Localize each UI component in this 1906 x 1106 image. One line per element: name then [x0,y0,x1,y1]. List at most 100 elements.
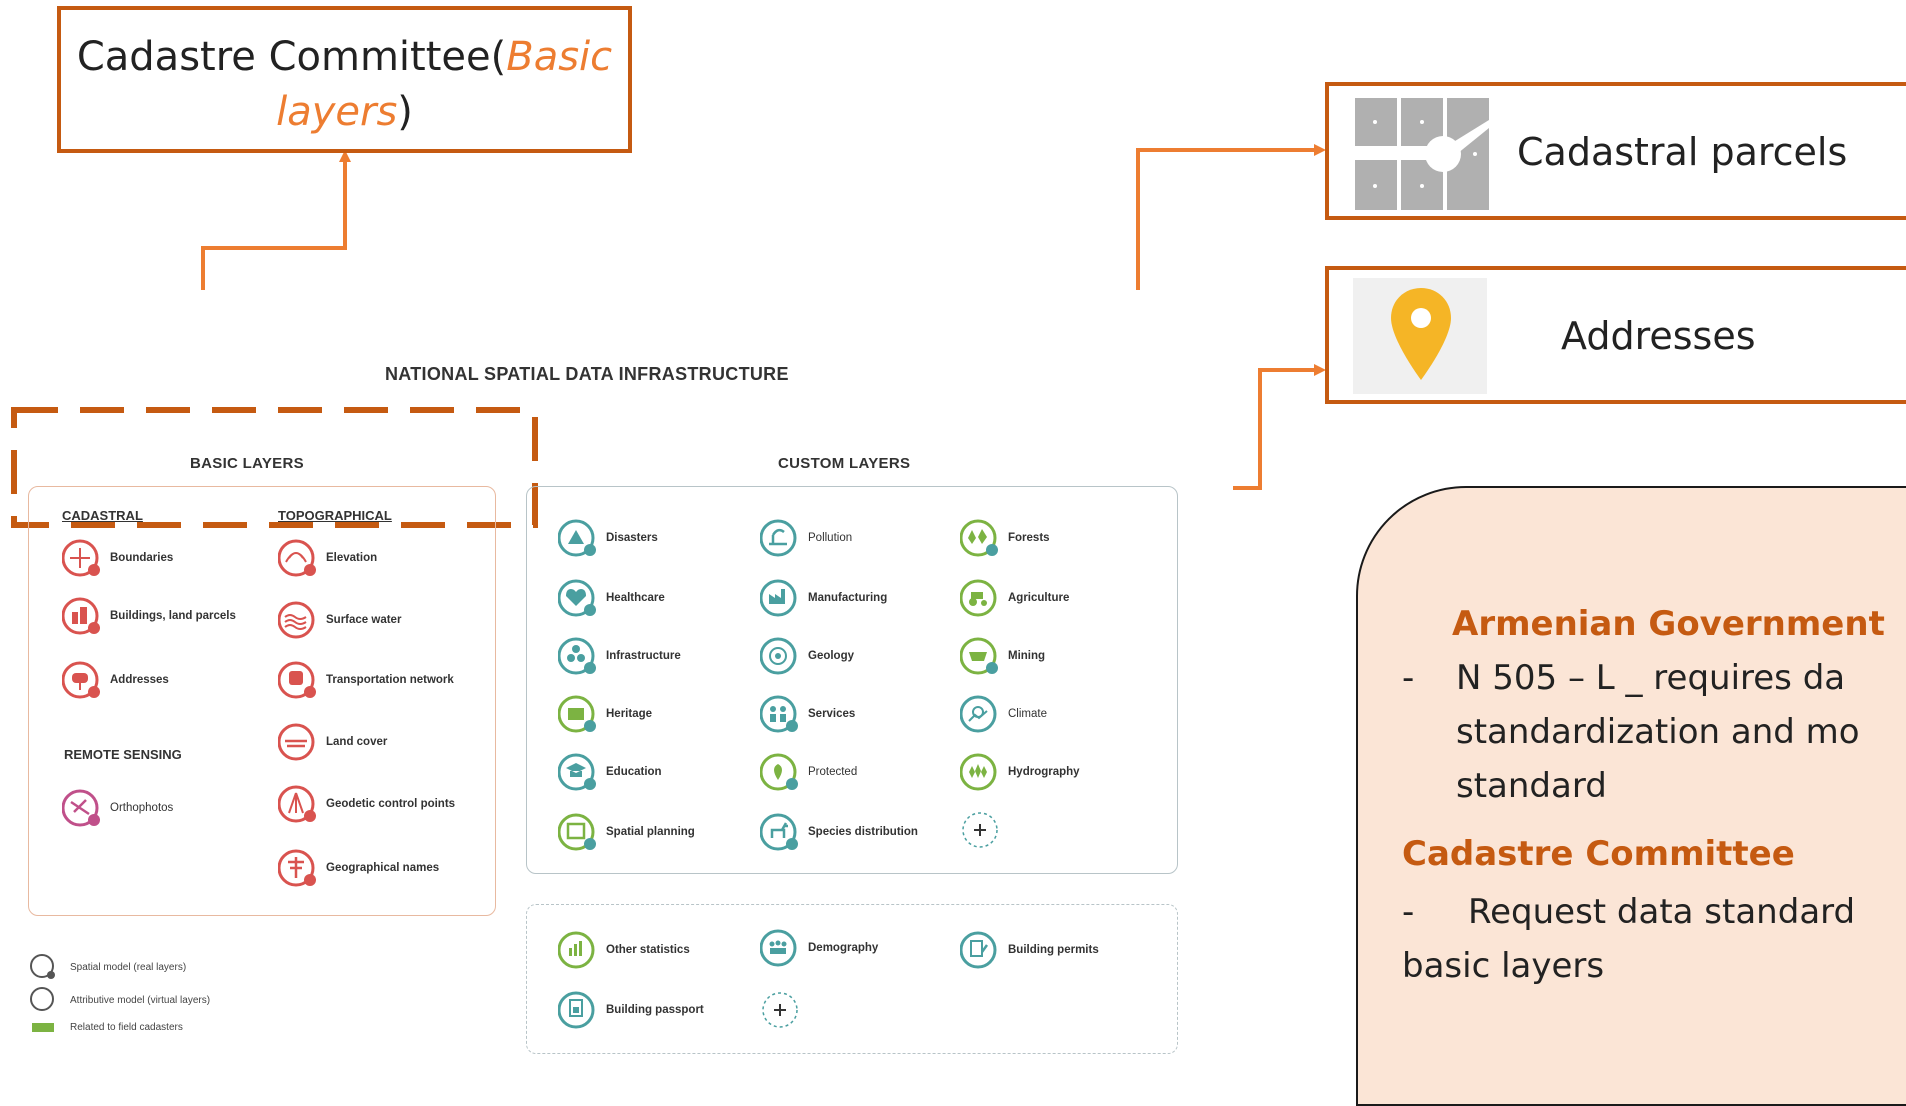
water-icon [278,600,318,640]
layer-label: Elevation [326,552,378,564]
layer-label: Disasters [606,532,658,544]
info-committee-line1: Request data standard [1468,892,1856,932]
legend-green-swatch [32,1023,54,1032]
layer-label: Geographical names [326,862,440,874]
committee-label: Cadastre Committee(Basic layers) [61,30,628,140]
add-custom-layer[interactable] [960,810,1000,850]
legend-field-cadasters: Related to field cadasters [28,1022,183,1033]
layer-building-permits: Building permits [960,930,1099,970]
connector-lines [11,144,1326,528]
layer-species: Species distribution [760,812,918,852]
custom-layers-panel [526,486,1178,874]
layer-label: Mining [1008,650,1046,662]
layer-label: Forests [1008,532,1050,544]
satellite-icon [62,788,102,828]
info-box [1356,486,1906,1106]
plus-icon[interactable] [760,990,800,1030]
layer-label: Protected [808,766,858,778]
mining-cart-icon [960,636,1000,676]
education-icon [558,752,598,792]
pollution-icon [760,518,800,558]
plus-icon[interactable] [960,810,1000,850]
demography-icon [760,928,800,968]
info-dash-1: - [1402,658,1415,698]
committee-label-main: Cadastre Committee( [76,34,507,80]
remote-sensing-title: REMOTE SENSING [64,747,182,762]
layer-services: Services [760,694,855,734]
arrowhead-up [339,150,351,162]
infrastructure-icon [558,636,598,676]
layer-surface-water: Surface water [278,600,401,640]
legend-label: Spatial model (real layers) [70,961,187,973]
layer-label: Agriculture [1008,592,1070,604]
layer-addresses: Addresses [62,660,169,700]
passport-icon [558,990,598,1030]
parcels-label: Cadastral parcels [1517,130,1848,174]
connector-to-parcels [1136,148,1318,290]
forest-icon [960,518,1000,558]
layer-label: Healthcare [606,592,665,604]
tractor-icon [960,578,1000,618]
layer-label: Surface water [326,614,402,626]
parcel-grid-icon [1355,98,1489,210]
layer-elevation: Elevation [278,538,377,578]
layer-label: Transportation network [326,674,454,686]
layer-label: Land cover [326,736,388,748]
geology-icon [760,636,800,676]
layer-label: Species distribution [808,826,918,838]
info-gov-line3: standard [1456,766,1607,806]
factory-icon [760,578,800,618]
services-icon [760,694,800,734]
layer-geodetic: Geodetic control points [278,784,455,824]
layer-land-cover: Land cover [278,722,387,762]
layer-heritage: Heritage [558,694,652,734]
layer-transportation: Transportation network [278,660,454,700]
layer-boundaries: Boundaries [62,538,173,578]
map-pin-icon [1391,288,1451,380]
connector-to-committee [201,158,347,290]
layer-pollution: Pollution [760,518,852,558]
layer-hydrography: Hydrography [960,752,1080,792]
heritage-icon [558,694,598,734]
info-committee-title: Cadastre Committee [1402,834,1795,874]
geodetic-tripod-icon [278,784,318,824]
permit-icon [960,930,1000,970]
layer-manufacturing: Manufacturing [760,578,887,618]
topographical-title: TOPOGRAPHICAL [278,508,392,523]
statistics-icon [558,930,598,970]
layer-label: Infrastructure [606,650,681,662]
info-gov-line2: standardization and mo [1456,712,1860,752]
layer-label: Building passport [606,1004,704,1016]
layer-infrastructure: Infrastructure [558,636,681,676]
layer-education: Education [558,752,662,792]
disasters-icon [558,518,598,558]
parcels-callout: Cadastral parcels [1325,82,1906,220]
committee-label-basic: Basic [506,34,613,80]
layer-label: Climate [1008,708,1047,720]
connector-to-addresses [1233,368,1318,490]
custom-layers-title: CUSTOM LAYERS [778,455,911,472]
layer-label: Hydrography [1008,766,1080,778]
boundaries-icon [62,538,102,578]
info-dash-2: - [1402,892,1415,932]
layer-mining: Mining [960,636,1045,676]
info-gov-line1: N 505 – L _ requires da [1456,658,1846,698]
legend-label: Attributive model (virtual layers) [70,994,211,1006]
layer-label: Boundaries [110,552,174,564]
basic-layers-title: BASIC LAYERS [190,455,304,472]
layer-label: Manufacturing [808,592,888,604]
add-virtual-layer[interactable] [760,990,800,1030]
protected-icon [760,752,800,792]
virtual-layers-panel [526,904,1178,1054]
nsdi-title: NATIONAL SPATIAL DATA INFRASTRUCTURE [385,364,789,384]
layer-geographical-names: Geographical names [278,848,439,888]
layer-label: Orthophotos [110,802,174,814]
layer-demography: Demography [760,928,878,968]
layer-protected: Protected [760,752,857,792]
layer-label: Pollution [808,532,853,544]
addresses-callout-label: Addresses [1561,314,1756,358]
deer-icon [760,812,800,852]
layer-geology: Geology [760,636,854,676]
layer-building-passport: Building passport [558,990,704,1030]
layer-label: Heritage [606,708,653,720]
